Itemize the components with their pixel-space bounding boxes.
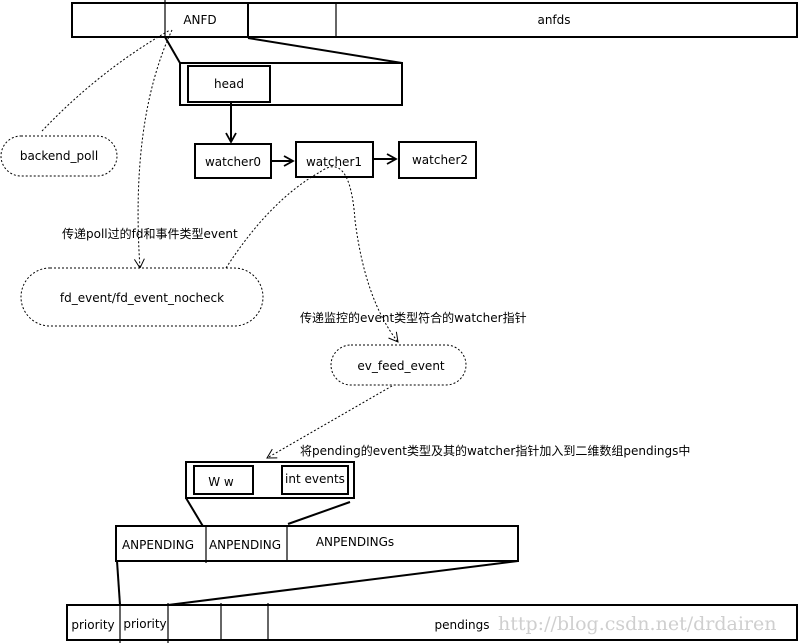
anfd-struct: head (179, 62, 403, 106)
annotation-add-to-pendings: 将pending的event类型及其的watcher指针加入到二维数组pendi… (300, 443, 690, 458)
anpending-struct: W w int events (185, 461, 355, 499)
priority-cell-0: priority (71, 618, 114, 632)
watcher0-node (194, 143, 272, 179)
ev-feed-event-to-anpending-arrow (266, 385, 393, 459)
events-field-label: int events (285, 472, 345, 486)
anpendings-array-frame (115, 525, 519, 562)
ev-feed-event-label: ev_feed_event (357, 359, 445, 373)
pendings-array-label: pendings (434, 618, 489, 632)
backend-poll-node (0, 135, 118, 177)
expand-line (116, 560, 121, 606)
anpending-cell-1: ANPENDING (209, 538, 281, 552)
watcher1-label: watcher1 (306, 155, 362, 169)
anpendings-array-label: ANPENDINGs (316, 535, 394, 549)
pendings-array-frame (66, 604, 798, 641)
annotation-pass-watcher-ptr: 传递监控的event类型符合的watcher指针 (300, 310, 527, 325)
watermark: http://blog.csdn.net/drdairen (498, 613, 776, 635)
anfds-array-frame (71, 2, 798, 38)
backend-poll-to-anfd-link (41, 29, 171, 132)
backend-poll-label: backend_poll (20, 149, 98, 163)
watcher2-label: watcher2 (412, 153, 468, 167)
pendings-array: priority priority pendings (66, 603, 798, 643)
watcher-list: watcher0 watcher1 watcher2 (194, 141, 477, 179)
watcher2-node (398, 141, 477, 179)
fd-event-to-watcher1-link (225, 171, 321, 269)
ev-feed-event-node (330, 344, 467, 386)
fd-event-label: fd_event/fd_event_nocheck (60, 291, 224, 305)
anpending-cell-0: ANPENDING (122, 538, 194, 552)
expand-line (185, 497, 205, 529)
w-field-label: W w (208, 475, 234, 489)
expand-line (167, 560, 519, 606)
anfds-array: ANFD anfds (71, 0, 798, 38)
anfd-to-fd-event-arrow (133, 29, 173, 270)
anfds-array-label: anfds (537, 13, 570, 27)
fd-event-node (20, 267, 264, 327)
anpendings-array: ANPENDING ANPENDING ANPENDINGs (115, 525, 519, 563)
expand-line (287, 501, 351, 525)
head-field (187, 65, 271, 103)
annotation-pass-fd-event: 传递poll过的fd和事件类型event (62, 226, 238, 241)
head-label: head (214, 77, 244, 91)
anfd-cell-label: ANFD (183, 13, 216, 27)
watcher0-label: watcher0 (205, 155, 261, 169)
expand-line (247, 37, 403, 64)
w-field (193, 465, 254, 495)
priority-cell-1: priority (123, 617, 166, 631)
events-field (281, 465, 349, 495)
